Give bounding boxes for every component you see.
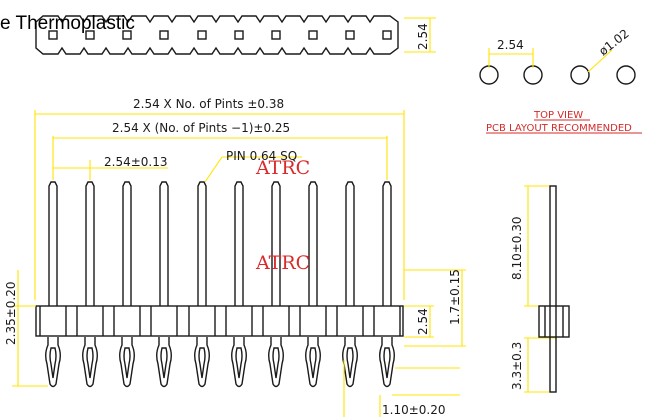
header-pin [45,181,61,388]
overall-length-label: 2.54 X No. of Pints ±0.38 [133,97,284,111]
pcb-hole-1 [479,65,499,85]
side-housing [538,305,570,338]
header-pin [268,181,284,388]
pin-span-label: 2.54 X (No. of Pints −1)±0.25 [112,121,290,135]
header-pin [379,181,395,388]
strip-pin-square [197,30,207,40]
header-pin [194,181,210,388]
pitch-label: 2.54±0.13 [104,155,168,169]
upper-pin-label: 1.7±0.15 [448,269,462,325]
housing-height-label: 2.54 [416,308,430,335]
side-upper-label: 8.10±0.30 [510,217,524,281]
strip-pitch-label: 2.54 [416,23,430,50]
header-pin [82,181,98,388]
pcb-hole-4 [616,65,636,85]
header-pin [156,181,172,388]
pcb-layout-caption: PCB LAYOUT RECOMMENDED [486,123,632,134]
pin-size-label: PIN 0.64 SQ [226,149,297,163]
strip-pin-square [308,30,318,40]
header-pin [305,181,321,388]
pcb-hole-3 [570,65,590,85]
strip-pin-square [345,30,355,40]
strip-pin-square [48,30,58,40]
bottom-dim-label: 1.10±0.20 [382,403,446,417]
top-view-caption: TOP VIEW [533,110,583,121]
header-title: e Thermoplastic [0,13,135,34]
strip-pin-square [382,30,392,40]
header-pin [342,181,358,388]
watermark-1: ATRC [255,157,310,179]
strip-pin-square [271,30,281,40]
left-height-label: 2.35±0.20 [4,282,18,346]
pcb-hole-2 [523,65,543,85]
top-view-pitch-label: 2.54 [497,38,524,52]
side-view: 8.10±0.30 3.3±0.3 [510,185,570,393]
top-strip: 2.54 [35,15,436,55]
front-view: 2.54 X No. of Pints ±0.38 2.54 X (No. of… [4,97,466,417]
side-pin [549,185,557,393]
side-lower-label: 3.3±0.3 [510,342,524,390]
header-pin [119,181,135,388]
strip-pin-square [85,30,95,40]
header-pin [231,181,247,388]
hole-diameter-label: ø1.02 [596,26,631,58]
strip-pin-square [122,30,132,40]
strip-pin-square [159,30,169,40]
watermark-2: ATRC [255,252,310,274]
top-view: 2.54 ø1.02 TOP VIEW PCB LAYOUT RECOMMEND… [479,26,642,134]
strip-pin-square [234,30,244,40]
plastic-housing [35,305,404,337]
